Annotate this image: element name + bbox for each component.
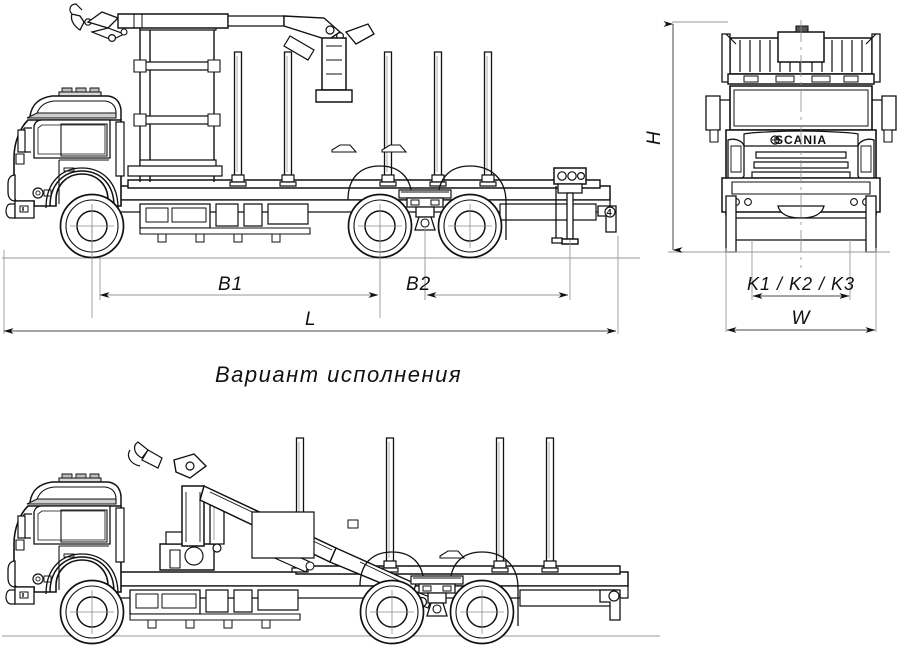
dimension-h-label: H <box>644 130 665 145</box>
dimension-w-label: W <box>792 308 812 329</box>
dimension-b1-label: B1 <box>218 274 243 295</box>
variant-rear-wheel-1 <box>359 579 425 645</box>
loader-crane-folded <box>69 3 375 103</box>
dimension-k: K1 / K2 / K3 <box>747 274 855 299</box>
variant-rear-wheel-2 <box>449 579 515 645</box>
rear-unit-badge: 4 <box>607 208 613 218</box>
dimension-k-label: K1 / K2 / K3 <box>747 274 855 294</box>
dimension-l: L <box>3 309 617 334</box>
bunk-stake <box>279 51 297 187</box>
variant-bunk-stake <box>541 437 559 573</box>
rear-wheel-2 <box>437 193 503 259</box>
extension-lines <box>3 236 619 334</box>
dimension-b2: B2 <box>406 274 569 298</box>
variant-front-wheel <box>59 579 125 645</box>
bunk-stake <box>429 51 447 187</box>
dimension-w: W <box>726 308 876 333</box>
main-side-view: 4 B1 <box>2 3 640 334</box>
dimension-b1: B1 <box>99 274 379 298</box>
front-extension-lines <box>725 240 877 332</box>
variant-caption: Вариант исполнения <box>215 362 462 387</box>
bunk-stake <box>479 51 497 187</box>
front-view: SCANIA H K1 / K2 / K3 W <box>644 20 897 333</box>
brand-text: SCANIA <box>775 133 827 147</box>
variant-side-view <box>2 437 660 645</box>
dimension-h: H <box>644 21 728 253</box>
bunk-stake <box>229 51 247 187</box>
dimension-b2-label: B2 <box>406 274 431 295</box>
variant-bunk-stake <box>491 437 509 573</box>
dimension-l-label: L <box>305 309 317 330</box>
headboard <box>127 23 223 182</box>
